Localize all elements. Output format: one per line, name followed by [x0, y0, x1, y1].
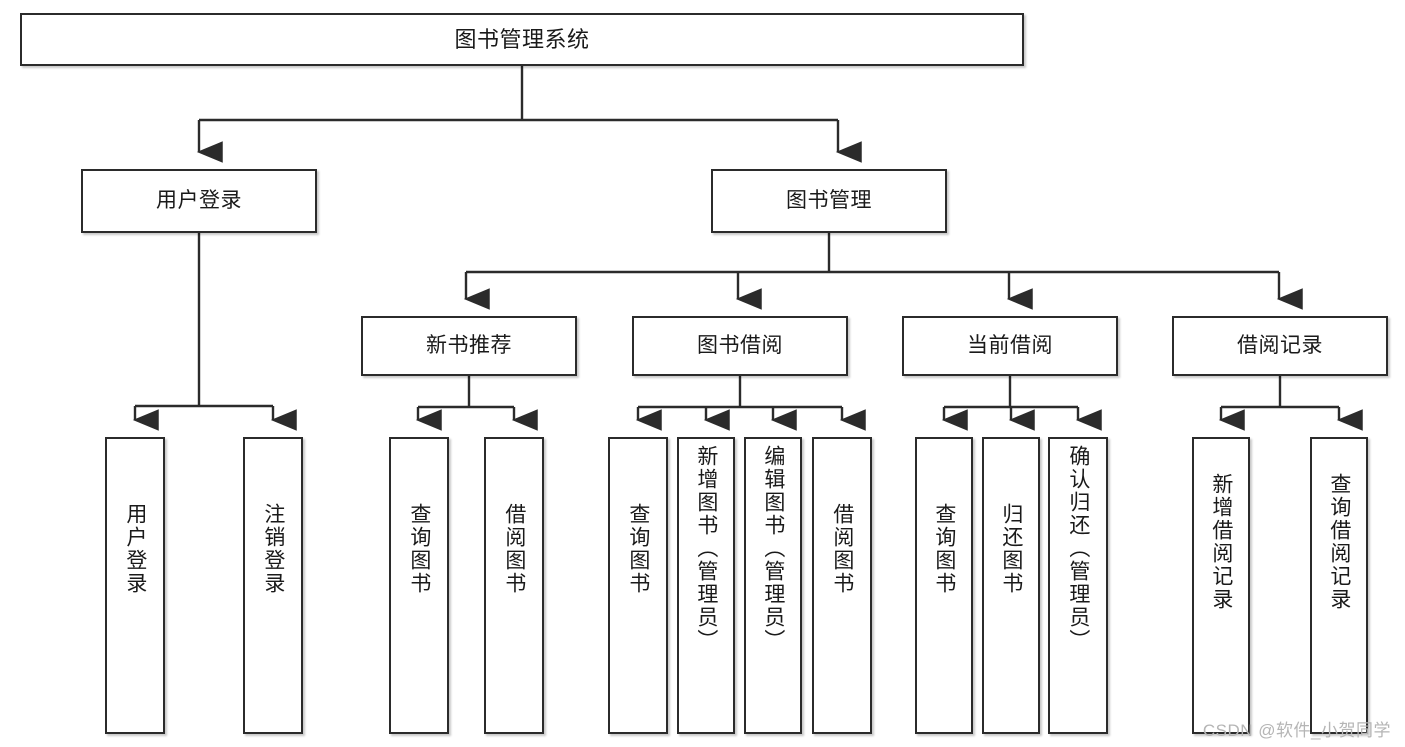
node-leaf-user-login[interactable]: 用户登录 — [105, 437, 165, 734]
node-root[interactable]: 图书管理系统 — [20, 13, 1024, 66]
node-leaf-user-logout-label: 注销登录 — [261, 503, 285, 595]
node-leaf-query-book-2[interactable]: 查询图书 — [608, 437, 668, 734]
node-user-login-label: 用户登录 — [156, 188, 242, 212]
node-leaf-confirm-return[interactable]: 确认归还（管理员） — [1048, 437, 1108, 734]
node-leaf-return-book-label: 归还图书 — [999, 503, 1023, 595]
node-leaf-edit-book[interactable]: 编辑图书（管理员） — [744, 437, 802, 734]
node-new-book-recommend-label: 新书推荐 — [426, 333, 512, 357]
node-leaf-query-book-3[interactable]: 查询图书 — [915, 437, 973, 734]
node-leaf-add-book-label: 新增图书（管理员） — [694, 445, 718, 652]
node-book-borrow-label: 图书借阅 — [697, 333, 783, 357]
node-borrow-record[interactable]: 借阅记录 — [1172, 316, 1388, 376]
node-leaf-return-book[interactable]: 归还图书 — [982, 437, 1040, 734]
node-current-borrow[interactable]: 当前借阅 — [902, 316, 1118, 376]
node-root-label: 图书管理系统 — [454, 26, 590, 52]
node-leaf-query-borrow-record[interactable]: 查询借阅记录 — [1310, 437, 1368, 734]
node-book-manage[interactable]: 图书管理 — [711, 169, 947, 233]
node-book-manage-label: 图书管理 — [786, 188, 872, 212]
node-current-borrow-label: 当前借阅 — [967, 333, 1053, 357]
node-leaf-add-borrow-record[interactable]: 新增借阅记录 — [1192, 437, 1250, 734]
node-leaf-add-borrow-record-label: 新增借阅记录 — [1209, 473, 1233, 611]
csdn-watermark: CSDN @软件_小贺同学 — [1202, 721, 1391, 740]
node-borrow-record-label: 借阅记录 — [1237, 333, 1323, 357]
node-leaf-user-login-label: 用户登录 — [123, 503, 147, 595]
node-leaf-add-book[interactable]: 新增图书（管理员） — [677, 437, 735, 734]
node-leaf-query-borrow-record-label: 查询借阅记录 — [1327, 473, 1351, 611]
node-leaf-query-book-1-label: 查询图书 — [407, 503, 431, 595]
node-leaf-query-book-2-label: 查询图书 — [626, 503, 650, 595]
node-leaf-edit-book-label: 编辑图书（管理员） — [761, 445, 785, 652]
node-leaf-borrow-book-1[interactable]: 借阅图书 — [484, 437, 544, 734]
node-leaf-borrow-book-1-label: 借阅图书 — [502, 503, 526, 595]
node-leaf-query-book-1[interactable]: 查询图书 — [389, 437, 449, 734]
node-leaf-borrow-book-2-label: 借阅图书 — [830, 503, 854, 595]
node-book-borrow[interactable]: 图书借阅 — [632, 316, 848, 376]
node-leaf-confirm-return-label: 确认归还（管理员） — [1066, 445, 1090, 652]
node-leaf-query-book-3-label: 查询图书 — [932, 503, 956, 595]
node-leaf-user-logout[interactable]: 注销登录 — [243, 437, 303, 734]
node-leaf-borrow-book-2[interactable]: 借阅图书 — [812, 437, 872, 734]
node-user-login[interactable]: 用户登录 — [81, 169, 317, 233]
node-new-book-recommend[interactable]: 新书推荐 — [361, 316, 577, 376]
